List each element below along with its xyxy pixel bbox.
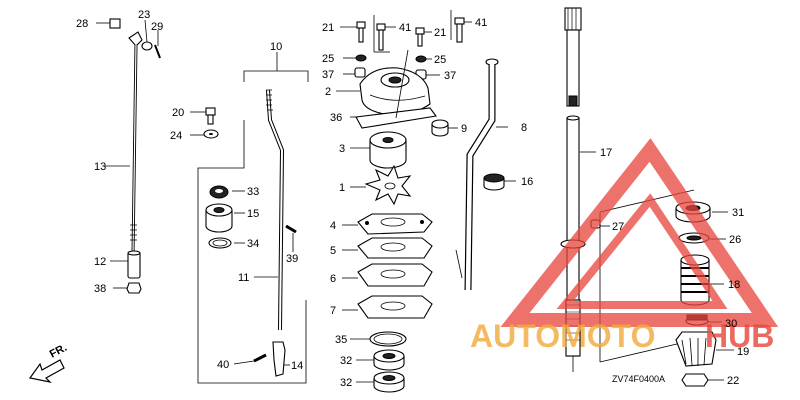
- callout-23: 23: [138, 9, 150, 21]
- bolt-21-left: [340, 21, 366, 43]
- pinion-gear-19: [675, 331, 734, 367]
- callout-37-right: 37: [444, 70, 456, 82]
- nut-22: [681, 373, 724, 387]
- seal-33: [209, 185, 245, 199]
- callout-19: 19: [737, 346, 749, 358]
- nut-38: [113, 282, 142, 294]
- bolt-21-right: [415, 27, 432, 47]
- plate-4: [342, 213, 433, 235]
- plate-6: [342, 263, 433, 287]
- callout-1: 1: [339, 182, 345, 194]
- callout-31: 31: [732, 207, 744, 219]
- callout-38: 38: [94, 283, 106, 295]
- watermark-logo: [500, 138, 779, 327]
- bushing-15: [205, 203, 245, 233]
- callout-22: 22: [727, 375, 739, 387]
- callout-16: 16: [521, 176, 533, 188]
- callout-27: 27: [612, 221, 624, 233]
- callout-24: 24: [170, 130, 182, 142]
- gasket-7: [342, 295, 433, 319]
- callout-32-upper: 32: [340, 355, 352, 367]
- washer-25-right: [415, 55, 432, 63]
- callout-13: 13: [94, 161, 106, 173]
- callout-37-left: 37: [322, 69, 334, 81]
- callout-14: 14: [291, 360, 303, 372]
- callout-7: 7: [330, 305, 336, 317]
- drive-shaft-upper: [564, 7, 582, 107]
- callout-12: 12: [94, 256, 106, 268]
- connector-12: [110, 250, 141, 279]
- watermark-text-automoto: AUTOMOTO: [470, 318, 655, 354]
- gasket-5: [342, 237, 433, 259]
- callout-20: 20: [172, 107, 184, 119]
- bolt-41-right: [450, 10, 472, 43]
- callout-29: 29: [151, 21, 163, 33]
- pump-housing-2: [336, 67, 431, 116]
- pin-29: [154, 30, 161, 59]
- callout-39: 39: [286, 253, 298, 265]
- front-direction-arrow: FR.: [28, 342, 69, 383]
- o-ring-35: [350, 331, 407, 347]
- shift-rod-11: [254, 89, 285, 331]
- diagram-code: ZV74F0400A: [612, 374, 665, 384]
- callout-32-lower: 32: [340, 377, 352, 389]
- cam-14: [272, 341, 290, 377]
- callout-40: 40: [217, 359, 229, 371]
- bolt-41-left: [373, 15, 396, 53]
- callout-21-right: 21: [434, 27, 446, 39]
- callout-18: 18: [728, 279, 740, 291]
- callout-26: 26: [729, 234, 741, 246]
- callout-4: 4: [330, 220, 336, 232]
- callout-9: 9: [461, 123, 467, 135]
- grommet-37-left: [343, 67, 366, 78]
- bracket-10: [197, 52, 309, 384]
- callout-15: 15: [247, 208, 259, 220]
- pin-39: [285, 224, 297, 252]
- bolt-20: [190, 107, 216, 125]
- callout-28: 28: [76, 18, 88, 30]
- washer-24: [190, 129, 219, 139]
- pump-liner-3: [350, 131, 407, 169]
- grommet-16: [483, 173, 516, 191]
- callout-11: 11: [238, 272, 249, 284]
- callout-33: 33: [247, 186, 259, 198]
- washer-23: [141, 19, 153, 51]
- impeller-1: [350, 164, 412, 206]
- callout-2: 2: [325, 86, 331, 98]
- washer-25-left: [343, 54, 367, 62]
- pin-40: [233, 353, 267, 365]
- callout-3: 3: [339, 143, 345, 155]
- callout-41-right: 41: [475, 17, 487, 29]
- oil-seal-32-upper: [356, 349, 405, 371]
- callout-21-left: 21: [322, 22, 334, 34]
- callout-36: 36: [330, 112, 342, 124]
- callout-10: 10: [270, 41, 282, 53]
- watermark-text-hub: HUB: [705, 318, 774, 354]
- oil-seal-32-lower: [356, 371, 405, 393]
- callout-41-left: 41: [399, 22, 411, 34]
- callout-30: 30: [725, 318, 737, 330]
- o-ring-34: [208, 237, 245, 249]
- water-tube-8: [455, 58, 508, 291]
- shift-rod-13: [128, 31, 143, 256]
- callout-34: 34: [247, 238, 259, 250]
- callout-8: 8: [521, 122, 527, 134]
- direction-label: FR.: [48, 342, 69, 361]
- callout-17: 17: [600, 147, 612, 159]
- callout-25-left: 25: [322, 53, 334, 65]
- callout-5: 5: [330, 245, 336, 257]
- callout-6: 6: [330, 273, 336, 285]
- bolt-28: [96, 18, 121, 29]
- grommet-9: [431, 119, 458, 137]
- callout-35: 35: [335, 334, 347, 346]
- callout-25-right: 25: [434, 54, 446, 66]
